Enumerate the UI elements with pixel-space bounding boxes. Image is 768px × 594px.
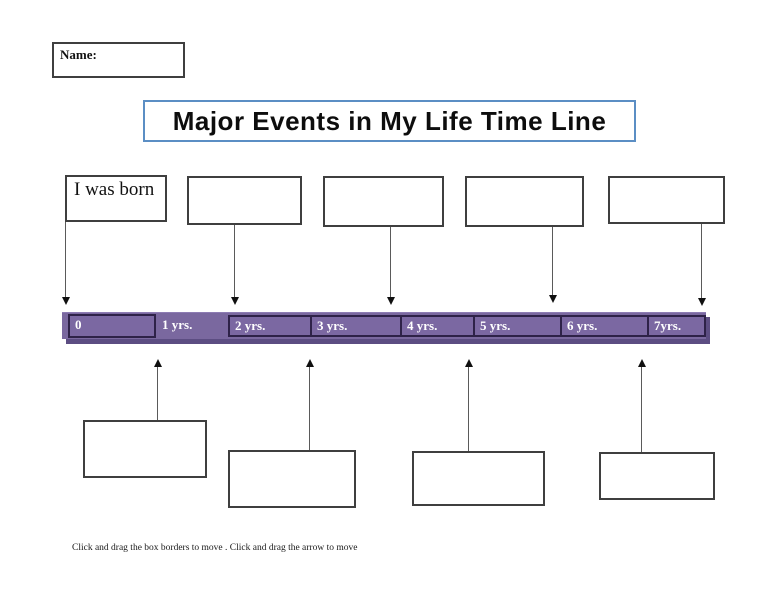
down-arrow-3[interactable] [386,227,395,305]
up-arrow-3[interactable] [464,359,473,452]
event-box-text: I was born [74,179,155,200]
event-box-bottom-3[interactable] [412,451,545,506]
arrow-line [309,367,310,451]
event-box-top-4[interactable] [465,176,584,227]
instructions-text: Click and drag the box borders to move .… [72,543,358,553]
event-box-bottom-4[interactable] [599,452,715,500]
event-box-text [601,454,713,456]
arrow-line [552,227,553,295]
arrow-head-up-icon [305,359,314,367]
event-box-text [414,453,543,455]
arrow-line [65,222,66,297]
down-arrow-4[interactable] [548,227,557,303]
page-title: Major Events in My Life Time Line [172,105,607,136]
arrow-head-down-icon [548,295,557,303]
timeline-cell-0: 0 [68,314,156,338]
arrow-line [157,367,158,451]
event-box-bottom-2[interactable] [228,450,356,508]
timeline-cell-3yrs: 3 yrs. [310,315,402,337]
timeline-label-1yrs: 1 yrs. [162,317,193,332]
event-box-bottom-1[interactable] [83,420,207,478]
arrow-line [641,367,642,453]
timeline-cell-2yrs: 2 yrs. [228,315,312,337]
down-arrow-1[interactable] [61,222,70,305]
event-box-text [85,422,205,424]
arrow-line [701,224,702,298]
timeline-cell-4yrs: 4 yrs. [400,315,475,337]
arrow-line [390,227,391,297]
event-box-text [325,178,442,180]
up-arrow-1[interactable] [153,359,162,451]
arrow-head-up-icon [153,359,162,367]
arrow-head-up-icon [637,359,646,367]
event-box-top-5[interactable] [608,176,725,224]
event-box-top-2[interactable] [187,176,302,225]
name-label: Name: [60,47,97,62]
arrow-head-down-icon [230,297,239,305]
arrow-head-down-icon [386,297,395,305]
arrow-head-up-icon [464,359,473,367]
event-box-text [610,178,723,180]
timeline-cell-6yrs: 6 yrs. [560,315,649,337]
arrow-line [234,225,235,297]
title-box: Major Events in My Life Time Line [143,100,636,142]
name-field-box[interactable]: Name: [52,42,185,78]
down-arrow-2[interactable] [230,225,239,305]
event-box-top-3[interactable] [323,176,444,227]
arrow-head-down-icon [697,298,706,306]
arrow-line [468,367,469,452]
event-box-top-1[interactable]: I was born [65,175,167,222]
arrow-head-down-icon [61,297,70,305]
timeline-cell-5yrs: 5 yrs. [473,315,562,337]
up-arrow-2[interactable] [305,359,314,451]
event-box-text [189,178,300,180]
event-box-text [467,178,582,180]
event-box-text [230,452,354,454]
timeline-cell-7yrs: 7yrs. [647,315,706,337]
down-arrow-5[interactable] [697,224,706,306]
up-arrow-4[interactable] [637,359,646,453]
